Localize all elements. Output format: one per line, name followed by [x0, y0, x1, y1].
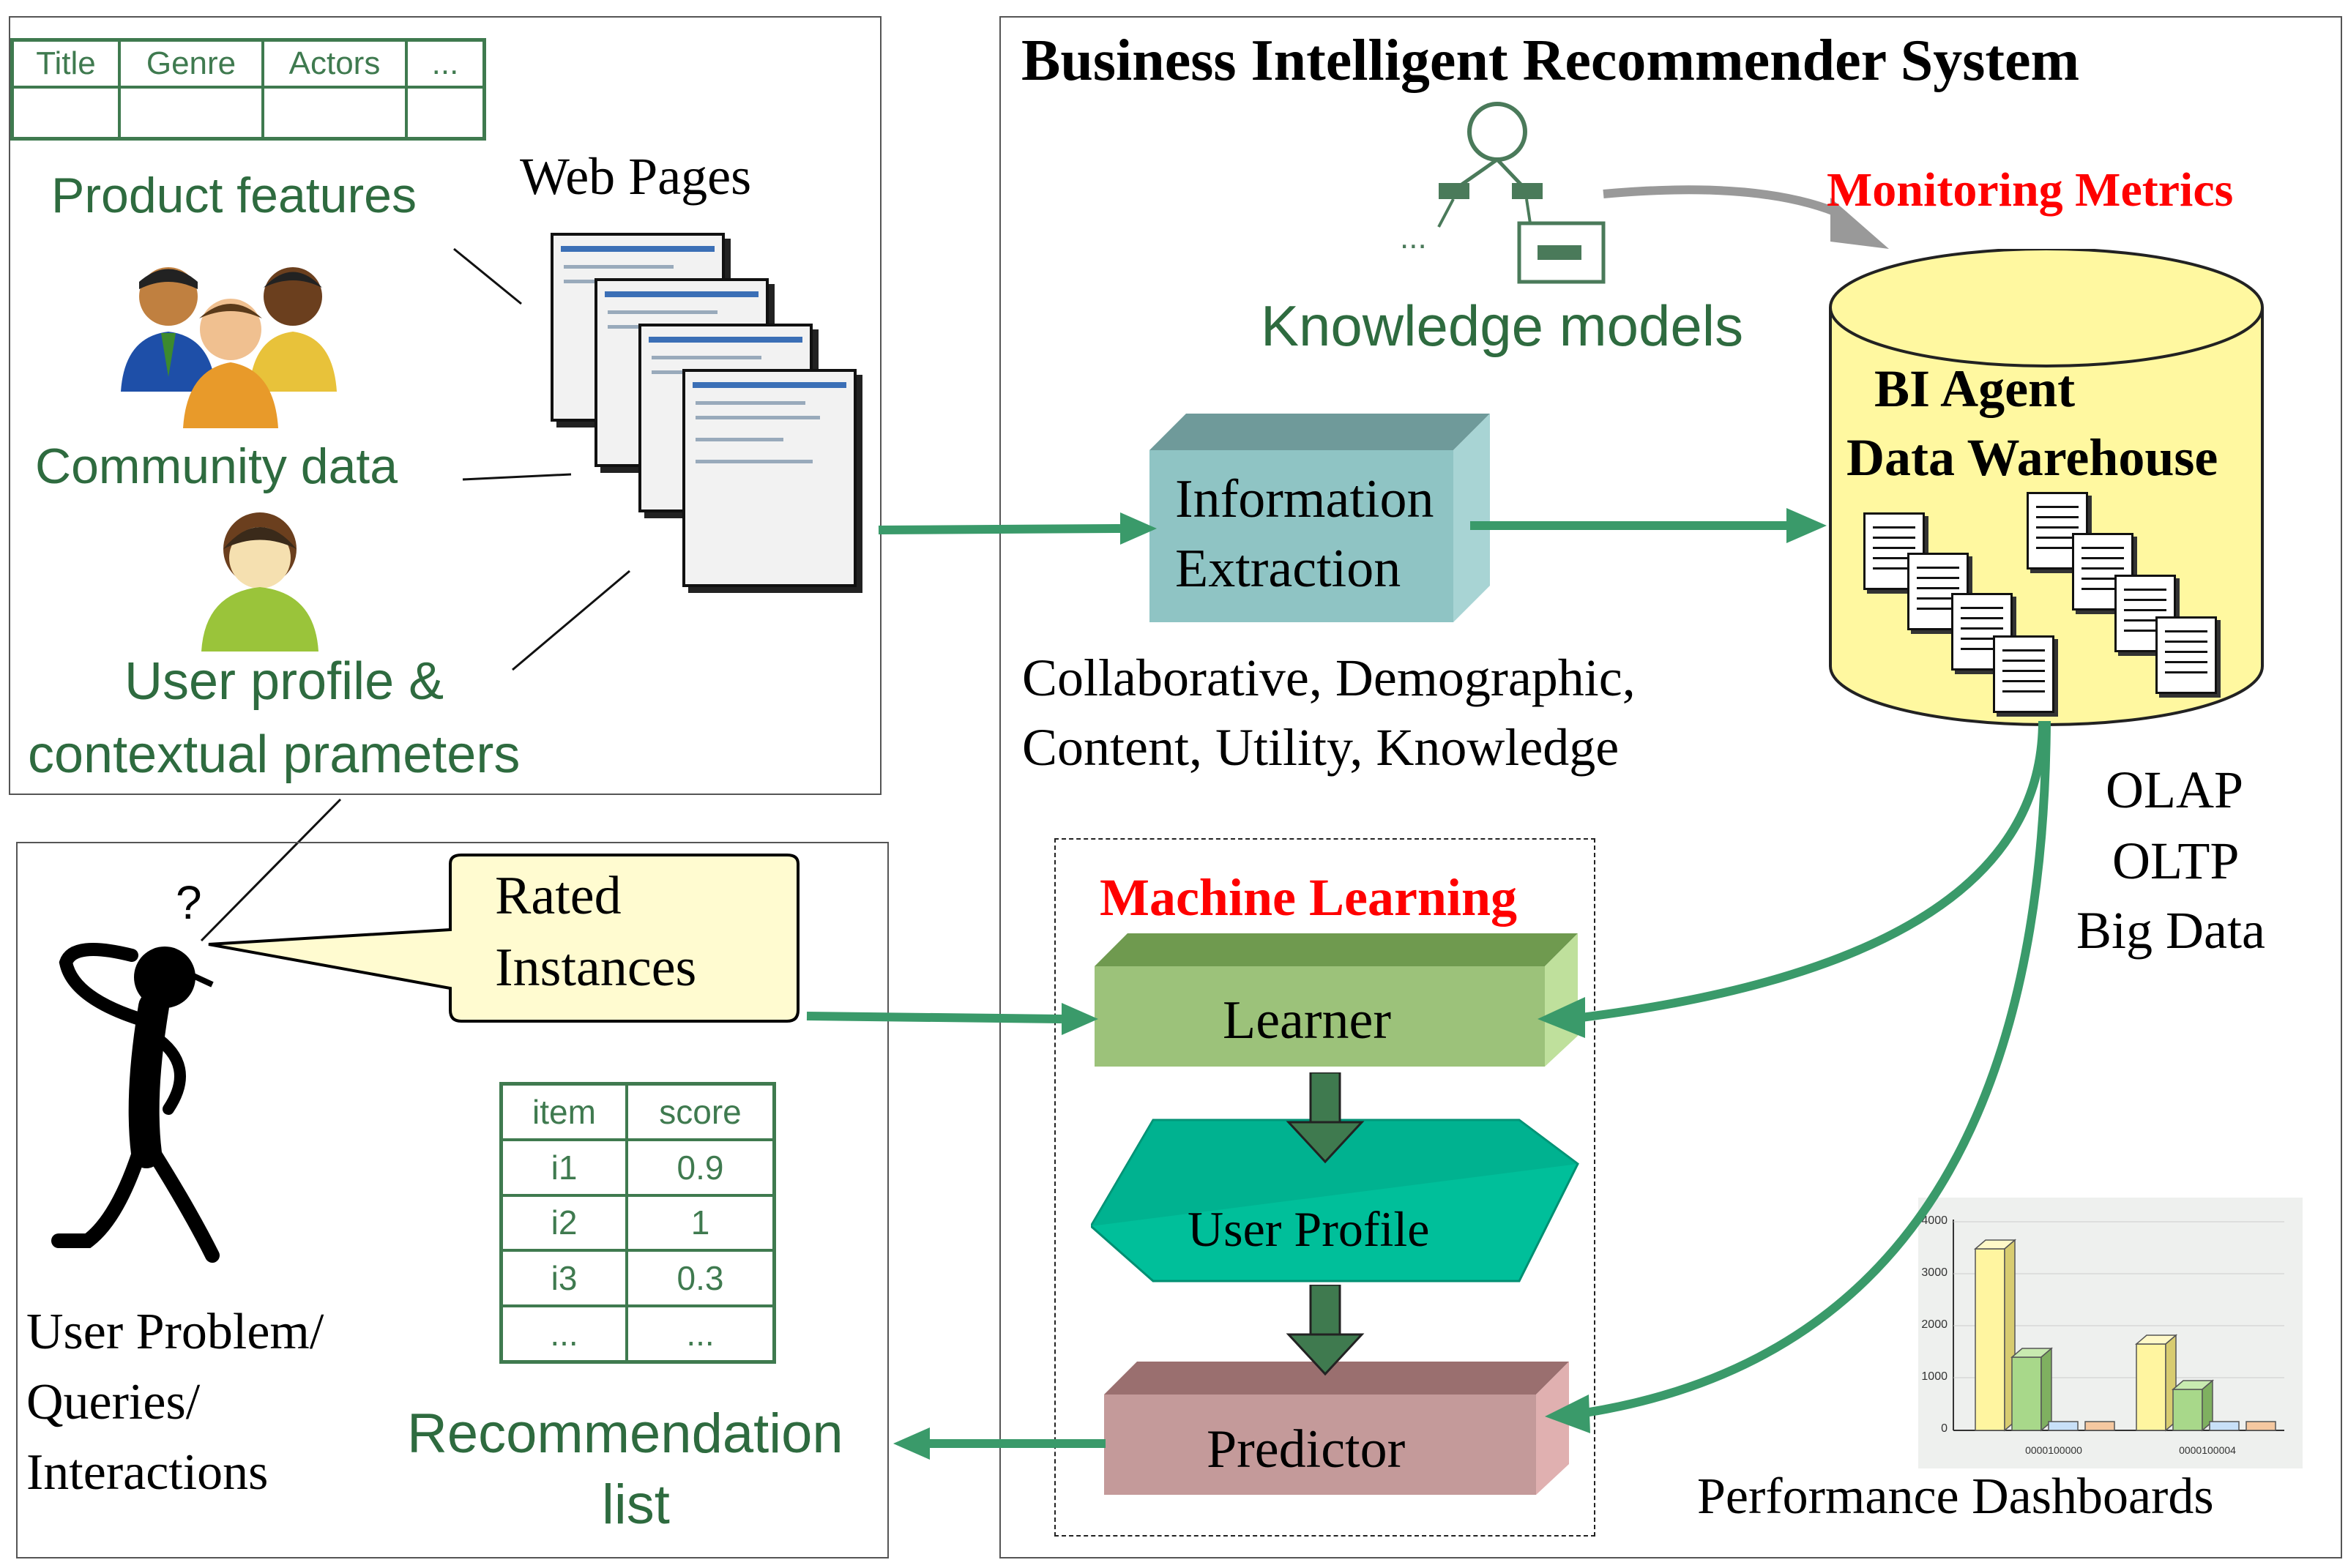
y-tick: 0: [1941, 1422, 1948, 1435]
bi-recommender-panel: [999, 16, 2342, 1558]
user-profile-label-2: contextual prameters: [28, 725, 521, 784]
left-top-panel: [9, 16, 882, 795]
predictor-label: Predictor: [1207, 1419, 1406, 1479]
monitoring-metrics-label: Monitoring Metrics: [1827, 163, 2234, 217]
info-extraction-label-2: Extraction: [1175, 539, 1401, 599]
left-bottom-panel: [16, 842, 889, 1558]
rec-cell: i2: [499, 1193, 628, 1252]
web-pages-label: Web Pages: [520, 147, 752, 206]
x-tick: 0000100004: [2179, 1444, 2236, 1456]
product-features-label: Product features: [51, 168, 417, 223]
user-profile-icon: [201, 512, 318, 652]
learner-label: Learner: [1223, 990, 1392, 1050]
community-data-label: Community data: [35, 438, 398, 494]
table-header-actors: Actors: [261, 38, 408, 89]
table-header-title: Title: [10, 38, 121, 89]
web-page-4: [682, 369, 857, 587]
user-profile-hex-label: User Profile: [1188, 1201, 1430, 1257]
dashboard-bar: [2084, 1421, 2115, 1431]
x-tick: 0000100000: [2025, 1444, 2082, 1456]
big-data-label: Big Data: [2076, 901, 2265, 960]
profile-to-predictor-arrow: [1286, 1285, 1365, 1376]
document-icon: [1993, 635, 2054, 713]
bubble-text-1: Rated: [495, 866, 622, 926]
left-connector-lines: [200, 247, 630, 942]
user-problem-label-3: Interactions: [26, 1444, 269, 1501]
document-icon: [2114, 575, 2176, 652]
recommendation-list-label-1: Recommendation: [407, 1403, 843, 1465]
table-cell: [10, 85, 121, 141]
rec-cell: i1: [499, 1138, 628, 1197]
dashboard-bar: [2011, 1356, 2042, 1431]
y-tick: 1000: [1921, 1370, 1948, 1383]
methods-label-2: Content, Utility, Knowledge: [1022, 718, 1620, 777]
user-profile-label-1: User profile &: [124, 652, 444, 711]
knowledge-to-warehouse-arrow: [1603, 185, 1889, 249]
table-cell: [118, 85, 264, 141]
dashboard-bar: [2245, 1421, 2276, 1431]
learner-box: [1095, 933, 1578, 1067]
olap-label: OLAP: [2106, 761, 2244, 819]
user-problem-label-1: User Problem/: [26, 1304, 324, 1360]
information-extraction-box: [1149, 414, 1490, 622]
learner-to-profile-arrow: [1286, 1072, 1365, 1164]
dashboard-bar: [1975, 1248, 2005, 1431]
info-extraction-label-1: Information: [1175, 469, 1434, 529]
rec-cell: 0.3: [625, 1249, 776, 1308]
rec-cell: 1: [625, 1193, 776, 1252]
predictor-box: [1104, 1362, 1569, 1495]
methods-label-1: Collaborative, Demographic,: [1022, 649, 1636, 707]
knowledge-tree-icon: [1437, 102, 1606, 284]
system-title: Business Intelligent Recommender System: [1021, 29, 2080, 93]
document-icon: [1863, 512, 1925, 590]
performance-dashboards-label: Performance Dashboards: [1697, 1468, 2214, 1525]
rec-header-score: score: [625, 1082, 776, 1141]
user-problem-label-2: Queries/: [26, 1374, 201, 1430]
table-header-more: ...: [405, 38, 486, 89]
dashboard-bar: [2209, 1421, 2240, 1431]
machine-learning-panel: [1054, 838, 1595, 1537]
rated-instances-bubble: [208, 854, 800, 1023]
performance-dashboard-chart: 4000 3000 2000 1000 0 0000100000 0000100…: [1921, 1214, 2284, 1456]
rec-cell: 0.9: [625, 1138, 776, 1197]
product-feature-table: Title Genre Actors ...: [10, 38, 486, 141]
svg-text:?: ?: [176, 876, 202, 929]
rec-header-item: item: [499, 1082, 628, 1141]
table-cell: [405, 85, 486, 141]
thinking-person-icon: ?: [51, 876, 220, 1263]
oltp-label: OLTP: [2112, 832, 2240, 890]
machine-learning-label: Machine Learning: [1100, 868, 1517, 927]
bubble-text-2: Instances: [495, 938, 697, 998]
tree-ellipsis: ...: [1400, 220, 1427, 255]
y-tick: 4000: [1921, 1214, 1948, 1227]
rec-cell: ...: [499, 1304, 628, 1364]
document-icon: [1951, 593, 2013, 671]
community-people-icon: [121, 267, 337, 428]
y-tick: 3000: [1921, 1266, 1948, 1279]
data-warehouse-label: Data Warehouse: [1846, 428, 2218, 487]
table-header-genre: Genre: [118, 38, 264, 89]
rec-cell: ...: [625, 1304, 776, 1364]
table-cell: [261, 85, 408, 141]
y-tick: 2000: [1921, 1318, 1948, 1331]
rec-cell: i3: [499, 1249, 628, 1308]
knowledge-models-label: Knowledge models: [1261, 294, 1744, 358]
user-profile-hexagon: [1091, 1119, 1579, 1283]
bi-agent-label: BI Agent: [1874, 359, 2076, 418]
document-icon: [2155, 616, 2217, 694]
dashboard-bar: [2048, 1421, 2079, 1431]
recommendation-list-label-2: list: [602, 1474, 670, 1536]
